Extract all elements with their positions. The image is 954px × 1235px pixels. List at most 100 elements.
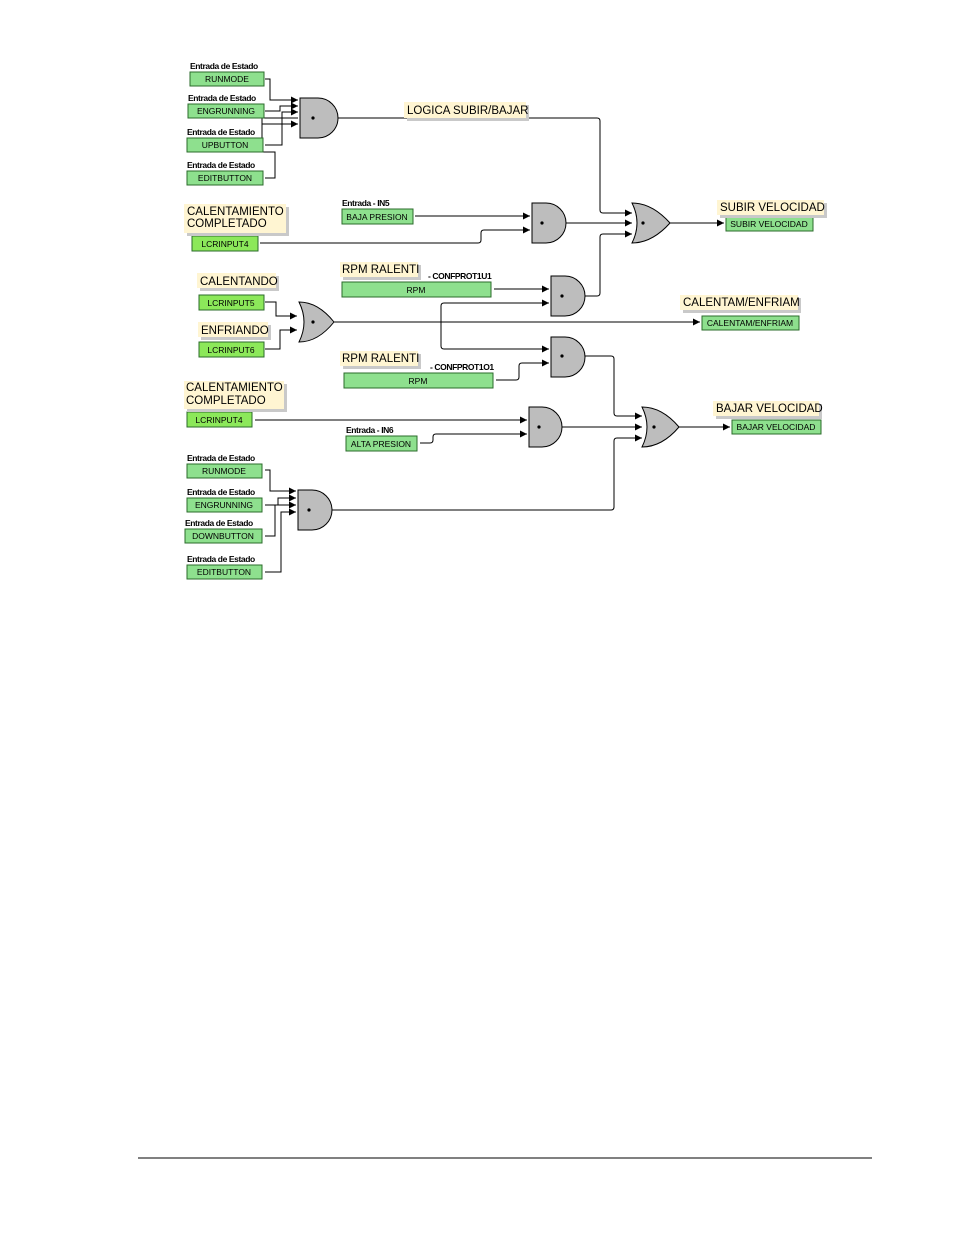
label-lcrinput6: LCRINPUT6 bbox=[207, 345, 255, 355]
wire-calent-to-and4 bbox=[440, 322, 549, 353]
label-upbutton: UPBUTTON bbox=[202, 140, 249, 150]
caption-in5: Entrada - IN5 bbox=[342, 198, 390, 208]
label-editbutton-2: EDITBUTTON bbox=[197, 567, 251, 577]
note-calentando bbox=[197, 273, 276, 288]
note-rpm-ralenti-1 bbox=[340, 262, 418, 277]
wire-and4-out bbox=[585, 355, 642, 420]
wire-lcrinput4-1 bbox=[260, 226, 530, 244]
caption-engrunning-1: Entrada de Estado bbox=[188, 93, 256, 103]
note-enfriando bbox=[198, 322, 268, 337]
input-upbutton[interactable] bbox=[186, 137, 264, 153]
wire-editbutton-1 bbox=[261, 117, 298, 179]
label-baja-presion: BAJA PRESION bbox=[346, 212, 407, 222]
caption-runmode-1: Entrada de Estado bbox=[190, 61, 258, 71]
note-calentamiento-1 bbox=[184, 204, 286, 233]
label-lcrinput4-1: LCRINPUT4 bbox=[201, 239, 249, 249]
input-lcrinput5[interactable] bbox=[198, 294, 265, 311]
caption-editbutton-1: Entrada de Estado bbox=[187, 160, 255, 170]
wire-and1-out bbox=[338, 117, 632, 217]
wire-and6-out bbox=[332, 434, 642, 511]
note-calentam-enfriam-text: CALENTAM/ENFRIAM bbox=[683, 297, 800, 309]
wire-downbutton bbox=[265, 501, 296, 537]
label-engrunning-2: ENGRUNNING bbox=[195, 500, 253, 510]
input-lcrinput6[interactable] bbox=[198, 341, 265, 358]
label-editbutton-1: EDITBUTTON bbox=[198, 173, 252, 183]
wire-calent-to-and3 bbox=[440, 299, 549, 322]
label-rpm-2: RPM bbox=[409, 376, 428, 386]
and-gate-alta[interactable] bbox=[528, 406, 563, 448]
note-rpm-ralenti-1-text: RPM RALENTI bbox=[342, 264, 419, 276]
wire-and3-out bbox=[585, 230, 632, 297]
note-rpm-ralenti-2-text: RPM RALENTI bbox=[342, 353, 419, 365]
input-baja-presion[interactable] bbox=[341, 208, 414, 225]
label-rpm-1: RPM bbox=[407, 285, 426, 295]
note-calentamiento-2 bbox=[184, 381, 284, 409]
note-calentando-text: CALENTANDO bbox=[200, 276, 278, 288]
wire-runmode-1 bbox=[265, 78, 298, 104]
note-calentamiento-2-line1: CALENTAMIENTO bbox=[186, 382, 283, 394]
input-engrunning-2[interactable] bbox=[186, 497, 263, 513]
note-subir-velocidad-text: SUBIR VELOCIDAD bbox=[720, 202, 825, 214]
caption-engrunning-2: Entrada de Estado bbox=[187, 487, 255, 497]
and-gate-up[interactable] bbox=[299, 97, 339, 139]
output-blocks: SUBIR VELOCIDAD CALENTAM/ENFRIAM BAJAR V… bbox=[701, 216, 822, 435]
output-calentam-enfriam[interactable] bbox=[701, 315, 800, 331]
input-rpm-1[interactable] bbox=[341, 281, 492, 298]
or-gate-subir[interactable] bbox=[631, 202, 671, 244]
caption-downbutton: Entrada de Estado bbox=[185, 518, 253, 528]
wire-engrunning-1 bbox=[265, 102, 298, 112]
gates bbox=[297, 97, 680, 531]
note-calentam-enfriam bbox=[680, 295, 798, 310]
input-runmode-1[interactable] bbox=[189, 71, 265, 87]
label-output-calentam: CALENTAM/ENFRIAM bbox=[707, 318, 793, 328]
caption-editbutton-2: Entrada de Estado bbox=[187, 554, 255, 564]
note-rpm-ralenti-2 bbox=[340, 351, 418, 366]
wire-lcrinput6 bbox=[265, 326, 297, 350]
note-logica-subir-bajar bbox=[404, 102, 526, 118]
note-logica-subir-bajar-text: LOGICA SUBIR/BAJAR bbox=[407, 105, 528, 117]
or-gate-bajar[interactable] bbox=[641, 406, 680, 448]
input-runmode-2[interactable] bbox=[186, 463, 263, 479]
label-lcrinput5: LCRINPUT5 bbox=[207, 298, 255, 308]
wire-alta-presion bbox=[420, 430, 527, 444]
input-downbutton[interactable] bbox=[184, 528, 263, 544]
input-alta-presion[interactable] bbox=[345, 435, 418, 452]
label-engrunning-1: ENGRUNNING bbox=[197, 106, 255, 116]
and-gate-baja[interactable] bbox=[531, 202, 567, 244]
label-downbutton: DOWNBUTTON bbox=[192, 531, 254, 541]
note-enfriando-text: ENFRIANDO bbox=[201, 325, 269, 337]
and-gate-rpm-1[interactable] bbox=[550, 275, 586, 317]
input-rpm-2[interactable] bbox=[343, 372, 494, 389]
label-output-bajar: BAJAR VELOCIDAD bbox=[737, 422, 816, 432]
note-calentamiento-1-line1: CALENTAMIENTO bbox=[187, 206, 284, 218]
label-alta-presion: ALTA PRESION bbox=[351, 439, 411, 449]
note-subir-velocidad bbox=[717, 200, 824, 215]
and-gate-down[interactable] bbox=[297, 489, 333, 531]
note-calentamiento-2-line2: COMPLETADO bbox=[186, 395, 266, 407]
caption-confprot-1u1: - CONFPROT1U1 bbox=[428, 271, 492, 281]
or-gate-calent[interactable] bbox=[298, 301, 335, 343]
wires bbox=[255, 78, 730, 573]
label-output-subir: SUBIR VELOCIDAD bbox=[730, 219, 807, 229]
label-runmode-2: RUNMODE bbox=[202, 466, 246, 476]
wire-rpm-2 bbox=[496, 359, 549, 381]
input-editbutton-2[interactable] bbox=[186, 564, 263, 580]
note-calentamiento-1-line2: COMPLETADO bbox=[187, 218, 267, 230]
caption-in6: Entrada - IN6 bbox=[346, 425, 394, 435]
input-engrunning-1[interactable] bbox=[187, 103, 265, 119]
wire-engrunning-2 bbox=[265, 494, 296, 506]
and-gate-rpm-2[interactable] bbox=[550, 336, 586, 378]
label-lcrinput4-2: LCRINPUT4 bbox=[195, 415, 243, 425]
input-editbutton-1[interactable] bbox=[186, 170, 264, 186]
wire-upbutton bbox=[265, 108, 298, 146]
caption-confprot-1o1: - CONFPROT1O1 bbox=[430, 362, 494, 372]
label-runmode-1: RUNMODE bbox=[205, 74, 249, 84]
caption-upbutton: Entrada de Estado bbox=[187, 127, 255, 137]
note-bajar-velocidad bbox=[713, 401, 819, 416]
output-bajar-velocidad[interactable] bbox=[731, 419, 822, 435]
caption-runmode-2: Entrada de Estado bbox=[187, 453, 255, 463]
wire-runmode-2 bbox=[265, 469, 296, 495]
input-blocks: Entrada de Estado RUNMODE Entrada de Est… bbox=[184, 61, 495, 580]
